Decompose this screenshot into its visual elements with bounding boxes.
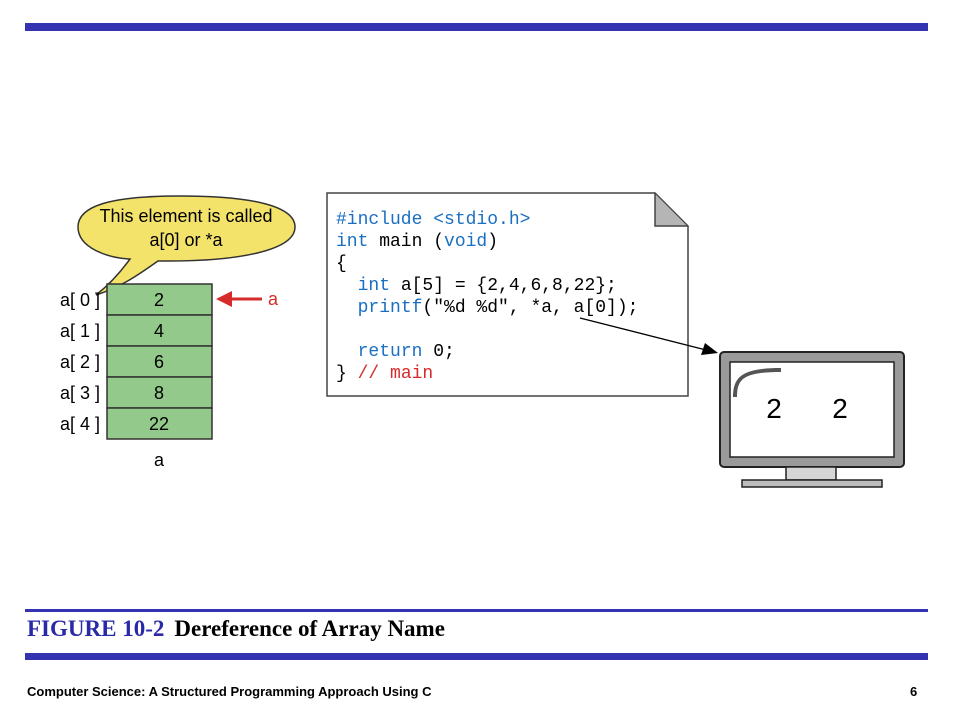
monitor: 2 2 bbox=[719, 351, 905, 488]
array-cell-1 bbox=[106, 314, 213, 347]
code-line-2: int main (void) bbox=[336, 232, 498, 252]
figure-number: FIGURE 10-2 bbox=[27, 616, 165, 641]
figure-title: Dereference of Array Name bbox=[174, 616, 445, 641]
index-label-2: a[ 2 ] bbox=[60, 352, 100, 372]
array-cell-2 bbox=[106, 345, 213, 378]
callout-bubble: This element is called a[0] or *a bbox=[77, 195, 296, 296]
code-line-7: } // main bbox=[336, 364, 433, 384]
monitor-output-1: 2 bbox=[766, 393, 782, 424]
array-name-label: a bbox=[154, 450, 165, 470]
code-line-4: int a[5] = {2,4,6,8,22}; bbox=[336, 276, 617, 296]
index-label-1: a[ 1 ] bbox=[60, 321, 100, 341]
code-line-6: return 0; bbox=[336, 342, 455, 362]
array-value-2: 6 bbox=[154, 352, 164, 372]
pointer-arrow: a bbox=[216, 289, 279, 309]
index-label-0: a[ 0 ] bbox=[60, 290, 100, 310]
code-line-3: { bbox=[336, 254, 347, 274]
index-label-4: a[ 4 ] bbox=[60, 414, 100, 434]
caption-rule-top bbox=[25, 609, 928, 612]
array-value-0: 2 bbox=[154, 290, 164, 310]
top-rule bbox=[25, 23, 928, 31]
figure-diagram: This element is called a[0] or *a 2 4 6 … bbox=[60, 191, 905, 488]
caption-rule-bottom bbox=[25, 653, 928, 660]
callout-line1: This element is called bbox=[99, 206, 272, 226]
code-line-5: printf("%d %d", *a, a[0]); bbox=[336, 298, 638, 318]
footer-book-title: Computer Science: A Structured Programmi… bbox=[27, 684, 432, 699]
code-line-1: #include <stdio.h> bbox=[336, 210, 530, 230]
output-arrow bbox=[579, 317, 718, 355]
array-block: 2 4 6 8 22 a[ 0 ] a[ 1 ] a[ 2 ] a[ 3 ] a… bbox=[60, 283, 213, 470]
figure-caption: FIGURE 10-2 Dereference of Array Name bbox=[27, 616, 445, 642]
callout-line2: a[0] or *a bbox=[149, 230, 223, 250]
code-listing: #include <stdio.h> int main (void) { int… bbox=[326, 191, 690, 397]
array-value-4: 22 bbox=[149, 414, 169, 434]
index-label-3: a[ 3 ] bbox=[60, 383, 100, 403]
array-value-3: 8 bbox=[154, 383, 164, 403]
footer-page-number: 6 bbox=[910, 684, 918, 699]
monitor-output-2: 2 bbox=[832, 393, 848, 424]
array-cell-4 bbox=[106, 407, 213, 440]
pointer-label: a bbox=[268, 289, 279, 309]
array-value-1: 4 bbox=[154, 321, 164, 341]
